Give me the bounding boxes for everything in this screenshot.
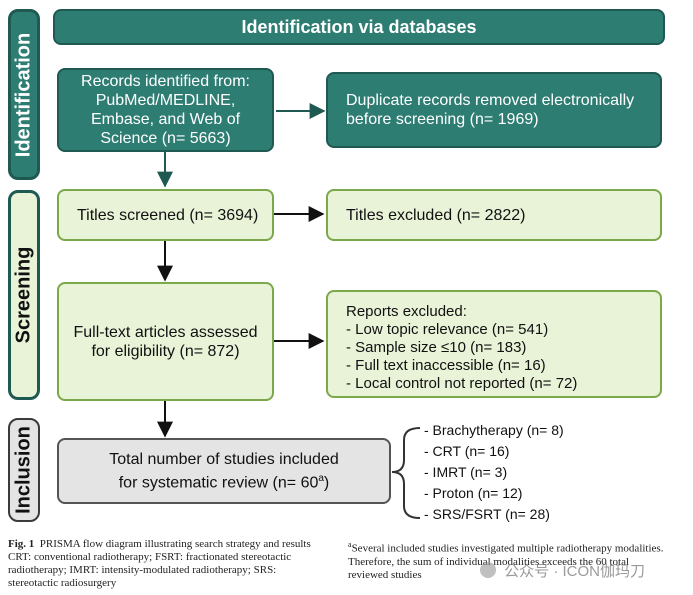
total-included-footnote-mark: a — [318, 472, 324, 484]
total-included-line2-text: for systematic review (n= 60 — [118, 474, 319, 492]
modality-item: - Proton (n= 12) — [424, 485, 523, 501]
modality-brace — [391, 427, 421, 519]
total-included-box: Total number of studies included for sys… — [57, 438, 391, 504]
titles-excluded-text: Titles excluded (n= 2822) — [346, 206, 526, 224]
stage-inclusion: Inclusion — [8, 418, 40, 522]
total-included-line2: for systematic review (n= 60a) — [119, 469, 330, 492]
total-included-line1: Total number of studies included — [109, 450, 339, 468]
header-title: Identification via databases — [241, 16, 477, 37]
stage-inclusion-label: Inclusion — [12, 426, 35, 514]
modality-item: - SRS/FSRT (n= 28) — [424, 506, 550, 522]
modality-item: - IMRT (n= 3) — [424, 464, 508, 480]
records-identified-text: Records identified from: PubMed/MEDLINE,… — [81, 73, 250, 147]
fulltext-assessed-text: Full-text articles assessed for eligibil… — [73, 323, 258, 360]
stage-screening-label: Screening — [12, 246, 35, 344]
watermark: 公众号 · ICON伽玛刀 — [480, 560, 685, 582]
records-identified-box: Records identified from: PubMed/MEDLINE,… — [57, 68, 274, 152]
figure-label: Fig. 1 — [8, 538, 35, 550]
titles-screened-text: Titles screened (n= 3694) — [77, 206, 259, 224]
reports-excluded-item: - Local control not reported (n= 72) — [346, 375, 578, 392]
stage-identification-label: Identification — [12, 32, 35, 157]
figure-caption: Fig. 1 PRISMA flow diagram illustrating … — [8, 538, 328, 590]
reports-excluded-title: Reports excluded: — [346, 303, 467, 320]
stage-screening: Screening — [8, 190, 40, 400]
modality-item: - Brachytherapy (n= 8) — [424, 422, 564, 438]
watermark-text: 公众号 · ICON伽玛刀 — [504, 563, 646, 580]
footnote: aSeveral included studies investigated m… — [348, 538, 668, 582]
titles-screened-box: Titles screened (n= 3694) — [57, 189, 274, 241]
duplicates-removed-box: Duplicate records removed electronically… — [326, 72, 662, 148]
titles-excluded-box: Titles excluded (n= 2822) — [326, 189, 662, 241]
stage-identification: Identification — [8, 9, 40, 180]
header-banner: Identification via databases — [53, 9, 665, 45]
reports-excluded-box: Reports excluded: - Low topic relevance … — [326, 290, 662, 398]
reports-excluded-item: - Full text inaccessible (n= 16) — [346, 357, 546, 374]
watermark-icon — [480, 562, 496, 578]
reports-excluded-item: - Low topic relevance (n= 541) — [346, 321, 549, 338]
fulltext-assessed-box: Full-text articles assessed for eligibil… — [57, 282, 274, 401]
total-included-line2-end: ) — [323, 474, 330, 492]
figure-caption-text: PRISMA flow diagram illustrating search … — [8, 538, 311, 589]
modality-item: - CRT (n= 16) — [424, 443, 510, 459]
modality-list: - Brachytherapy (n= 8) - CRT (n= 16) - I… — [424, 420, 644, 525]
footnote-text: Several included studies investigated mu… — [348, 542, 664, 581]
reports-excluded-item: - Sample size ≤10 (n= 183) — [346, 339, 527, 356]
footnote-mark: a — [348, 540, 352, 549]
duplicates-removed-text: Duplicate records removed electronically… — [346, 92, 635, 128]
